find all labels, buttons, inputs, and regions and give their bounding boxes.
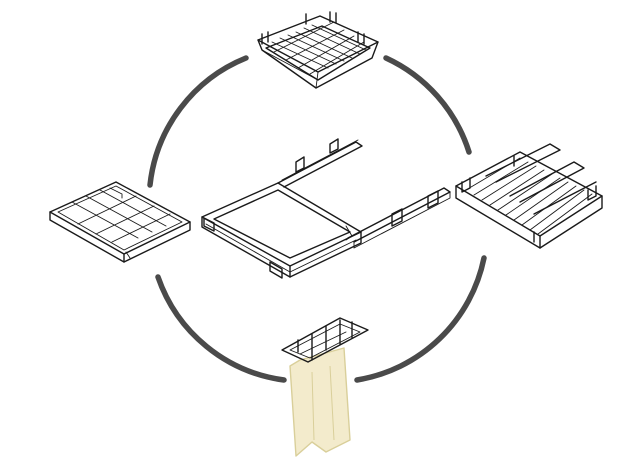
wire-basket-icon (257, 11, 379, 89)
shoe-rack-icon (455, 143, 603, 249)
divided-tray-icon (49, 181, 191, 263)
ring-arc-top-left (147, 55, 249, 188)
ring-arc-bottom-right (354, 255, 487, 383)
connector-ring (147, 55, 487, 383)
ring-arc-bottom-left (155, 274, 287, 383)
trouser-hanger-icon (281, 317, 369, 457)
ring-arc-top-right (383, 55, 472, 155)
pull-out-frame-icon (201, 138, 451, 279)
